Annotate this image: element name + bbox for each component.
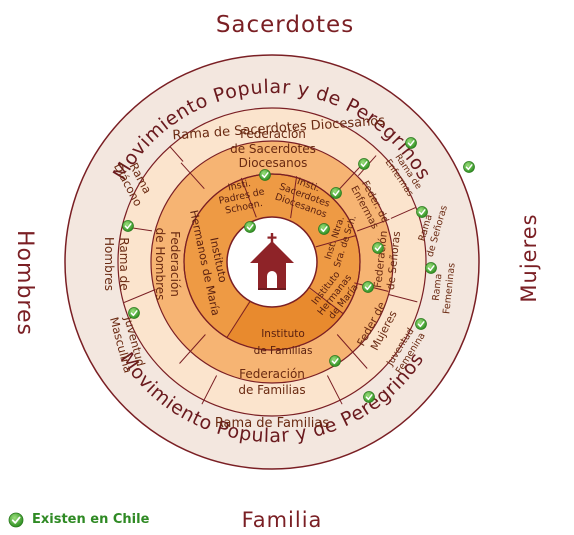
green-check-icon	[128, 307, 140, 319]
fed-familias-l1: Federación	[239, 367, 305, 381]
green-check-icon	[425, 262, 437, 274]
green-check-icon	[244, 221, 256, 233]
green-check-icon	[463, 161, 475, 173]
green-check-icon	[330, 187, 342, 199]
label-mujeres: Mujeres	[517, 213, 541, 302]
green-check-icon	[363, 391, 375, 403]
green-check-icon	[122, 220, 134, 232]
fed-sacerdotes-l3: Diocesanos	[239, 156, 308, 170]
fed-sacerdotes-l2: de Sacerdotes	[230, 142, 316, 156]
fed-hombres-l1: Federación	[168, 231, 182, 297]
fed-sacerdotes-l1: Federación	[240, 127, 306, 141]
green-check-icon	[259, 169, 271, 181]
legend: Existen en Chile	[8, 512, 149, 527]
green-check-icon	[372, 242, 384, 254]
inst-padres-l1: Insti.	[227, 178, 252, 194]
check-markers	[122, 137, 475, 403]
green-check-icon	[416, 206, 428, 218]
inst-familias-l2: de Familias	[254, 345, 313, 357]
rama-familias: Rama de Familias	[215, 416, 330, 431]
green-check-icon	[362, 281, 374, 293]
label-sacerdotes: Sacerdotes	[216, 12, 354, 38]
label-familia: Familia	[242, 508, 323, 532]
rama-hombres-l2: Hombres	[102, 237, 116, 291]
outer-labels: Sacerdotes Familia Hombres Mujeres	[12, 12, 541, 532]
rama-femeninas-l1: Rama	[431, 273, 445, 301]
shrine-chapel-icon	[250, 233, 294, 290]
legend-check-icon	[8, 512, 24, 528]
instituto-familias-sector	[226, 262, 344, 350]
label-hombres: Hombres	[12, 230, 37, 336]
fed-familias-l2: de Familias	[238, 383, 305, 397]
inst-familias-l1: Instituto	[261, 328, 305, 340]
green-check-icon	[358, 158, 370, 170]
green-check-icon	[329, 355, 341, 367]
green-check-icon	[405, 137, 417, 149]
green-check-icon	[318, 223, 330, 235]
rama-hombres-l1: Rama de	[117, 237, 131, 290]
legend-label: Existen en Chile	[32, 512, 150, 527]
green-check-icon	[415, 318, 427, 330]
fed-hombres-l2: de Hombres	[153, 228, 167, 301]
rama-femeninas-l2: Femeninas	[441, 262, 457, 314]
